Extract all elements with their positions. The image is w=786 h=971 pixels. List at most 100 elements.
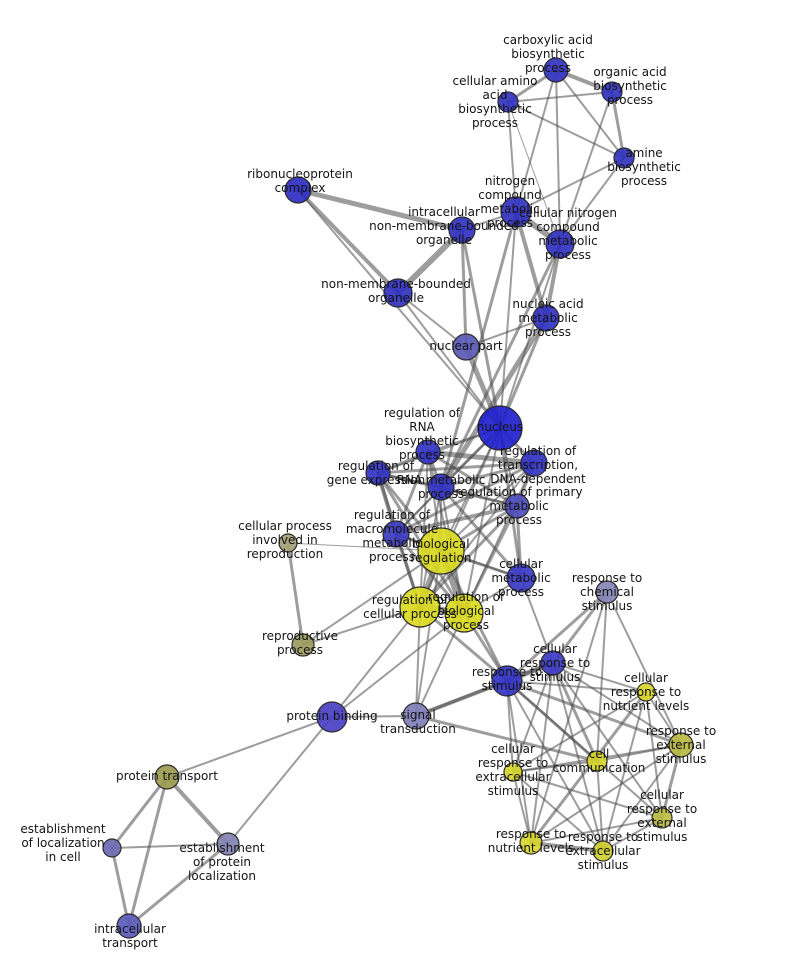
node-rexs[interactable] bbox=[592, 840, 614, 862]
edge-cres-rexs bbox=[512, 771, 604, 852]
node-st[interactable] bbox=[402, 702, 430, 730]
edge-cab-ab bbox=[555, 69, 625, 159]
node-np[interactable] bbox=[452, 333, 480, 361]
node-rs[interactable] bbox=[491, 665, 523, 697]
edge-br-cpir bbox=[287, 542, 442, 552]
node-rpm[interactable] bbox=[504, 493, 530, 519]
edge-rexs-crexs bbox=[602, 817, 663, 852]
node-cmp[interactable] bbox=[506, 563, 536, 593]
node-pt[interactable] bbox=[154, 764, 180, 790]
node-cpir[interactable] bbox=[278, 533, 298, 553]
edge-pt-it bbox=[127, 775, 169, 928]
edge-caab-oab bbox=[507, 91, 613, 103]
edge-rtd-rmp bbox=[439, 461, 536, 489]
node-caab[interactable] bbox=[497, 91, 519, 113]
node-rge[interactable] bbox=[365, 460, 391, 486]
edge-crs-cc bbox=[551, 661, 599, 763]
edge-cab-ncm bbox=[515, 69, 557, 213]
node-crs[interactable] bbox=[540, 650, 566, 676]
node-inmbo[interactable] bbox=[448, 216, 476, 244]
edge-crs-rnl bbox=[530, 662, 554, 844]
node-rrb[interactable] bbox=[415, 439, 441, 465]
edge-inmbo-nuc bbox=[460, 228, 502, 430]
node-cncm[interactable] bbox=[545, 229, 575, 259]
node-cab[interactable] bbox=[543, 57, 569, 83]
node-rtd[interactable] bbox=[520, 449, 548, 477]
node-label-np: nuclear part bbox=[429, 339, 503, 353]
edge-inmbo-nmbo bbox=[395, 227, 465, 296]
node-ncm[interactable] bbox=[500, 196, 532, 228]
node-rmp[interactable] bbox=[427, 473, 455, 501]
node-oab[interactable] bbox=[601, 81, 623, 103]
edge-cmp-crs bbox=[520, 577, 554, 664]
edge-rcs-res bbox=[606, 591, 682, 746]
node-rp[interactable] bbox=[291, 633, 315, 657]
node-nmbo[interactable] bbox=[383, 278, 413, 308]
edge-cres-rnl bbox=[512, 771, 532, 844]
edge-caab-cncm bbox=[507, 101, 561, 245]
edge-br-rp bbox=[302, 550, 442, 646]
edge-oab-ab bbox=[610, 90, 626, 160]
node-elc[interactable] bbox=[102, 838, 122, 858]
node-label-pb: protein binding bbox=[286, 709, 377, 723]
edge-crnl-cres bbox=[512, 691, 647, 773]
node-nam[interactable] bbox=[532, 304, 560, 332]
node-crnl[interactable] bbox=[636, 682, 656, 702]
node-layer bbox=[102, 57, 694, 939]
edge-cpir-rp bbox=[286, 541, 305, 647]
edge-rmp-cmp bbox=[439, 485, 523, 580]
edge-cncm-rmp bbox=[439, 242, 562, 489]
edge-rpm-rmm bbox=[394, 504, 519, 536]
edge-crnl-crexs bbox=[645, 691, 663, 819]
node-nuc[interactable] bbox=[477, 405, 523, 451]
edge-crs-crnl bbox=[552, 662, 647, 693]
node-res[interactable] bbox=[668, 732, 694, 758]
edge-res-rexs bbox=[602, 744, 682, 852]
edge-crnl-rnl bbox=[529, 690, 648, 845]
edge-cab-cncm bbox=[555, 69, 561, 245]
edge-rs-crnl bbox=[506, 680, 647, 693]
node-rbp[interactable] bbox=[444, 593, 484, 633]
edge-rcp-pb bbox=[331, 606, 421, 718]
node-rcs[interactable] bbox=[595, 580, 619, 604]
node-ab[interactable] bbox=[613, 147, 635, 169]
node-rnp[interactable] bbox=[284, 176, 312, 204]
node-cc[interactable] bbox=[586, 750, 608, 772]
edge-pt-elc bbox=[110, 775, 169, 850]
node-br[interactable] bbox=[417, 527, 465, 575]
node-epl[interactable] bbox=[216, 832, 240, 856]
node-rmm[interactable] bbox=[382, 520, 410, 548]
edge-rs-rnl bbox=[506, 680, 532, 844]
edge-nmbo-nuc bbox=[397, 292, 501, 429]
node-pb[interactable] bbox=[316, 701, 348, 733]
edge-crs-cres bbox=[512, 662, 554, 773]
edge-rnp-nmbo bbox=[296, 188, 400, 295]
node-it[interactable] bbox=[116, 913, 142, 939]
edge-rnl-rexs bbox=[529, 841, 605, 853]
node-cres[interactable] bbox=[503, 762, 523, 782]
node-rcp[interactable] bbox=[399, 586, 441, 628]
node-crexs[interactable] bbox=[651, 807, 673, 829]
node-rnl[interactable] bbox=[519, 831, 543, 855]
